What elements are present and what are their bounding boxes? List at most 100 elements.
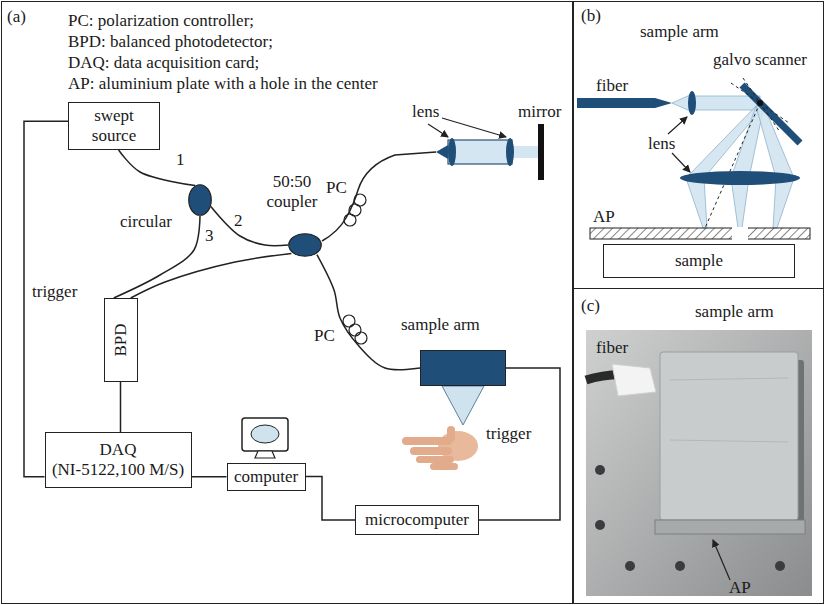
aluminium-plate	[655, 520, 805, 534]
circulator-symbol: circular	[188, 184, 212, 216]
light-beam	[694, 96, 760, 110]
table-hole	[595, 465, 605, 475]
sample-box: sample	[603, 244, 795, 278]
hand-finger	[402, 437, 452, 445]
node-text: microcomputer	[365, 510, 469, 530]
pc-loop	[355, 332, 367, 344]
signal-wire	[120, 382, 122, 432]
reference-fiber	[322, 152, 436, 241]
node-text: AP: aluminium plate with a hole in the c…	[68, 74, 378, 94]
node-text: (NI-5122,100 M/S)	[52, 460, 184, 480]
lens-symbol	[448, 138, 456, 166]
signal-label: trigger	[30, 282, 79, 302]
computer-box: computer	[227, 463, 306, 491]
optical-fiber	[119, 150, 196, 186]
light-beam	[514, 146, 538, 158]
hand-finger	[416, 456, 454, 463]
leader-arrow	[713, 540, 730, 580]
photo-background	[586, 330, 812, 596]
scan-beam	[686, 106, 764, 228]
node-text: swept source	[79, 106, 149, 146]
monitor-stand	[255, 451, 275, 458]
signal-label: trigger	[484, 424, 533, 444]
part-label: PC	[326, 178, 347, 198]
part-label: lens	[412, 102, 439, 122]
housing-texture	[670, 378, 788, 380]
light-beam	[672, 95, 690, 111]
signal-wire	[306, 477, 356, 521]
hand-photo	[402, 426, 478, 470]
process-box: swept source	[68, 102, 160, 150]
part-label: PC	[314, 326, 335, 346]
signal-wire	[192, 476, 227, 478]
node-text: sample arm	[640, 22, 719, 42]
table-hole	[625, 561, 635, 571]
lens-symbol	[688, 91, 696, 115]
optical-fiber	[131, 253, 292, 298]
leader-arrow	[428, 124, 448, 137]
daq-box: DAQ(NI-5122,100 M/S)	[45, 432, 192, 488]
ellipse-shape	[288, 233, 322, 257]
node-text: sample arm	[695, 302, 774, 322]
galvo-mirror	[742, 85, 800, 143]
hand-finger	[430, 463, 458, 470]
microcomputer-box: microcomputer	[355, 505, 479, 535]
leader-arrow	[668, 117, 687, 134]
node-text: sample	[675, 251, 723, 271]
optical-fiber	[211, 206, 288, 245]
ellipse-outline	[289, 234, 322, 257]
detector-box: BPD	[104, 298, 138, 382]
aluminium-plate	[590, 228, 810, 239]
fiber-tape	[612, 364, 656, 396]
pc-loop	[354, 194, 366, 206]
monitor-icon	[242, 418, 288, 451]
plate-hole	[732, 227, 748, 240]
node-text: sample arm	[401, 315, 480, 335]
node-text: (b)	[581, 6, 601, 26]
lens-symbol	[680, 171, 800, 185]
collimator	[436, 145, 448, 159]
table-hole	[595, 520, 605, 530]
beam-axis	[705, 103, 760, 228]
node-text: (a)	[7, 7, 26, 27]
part-label: AP	[593, 207, 615, 227]
port-number: 2	[234, 211, 243, 231]
table-hole	[675, 561, 685, 571]
part-label: lens	[648, 134, 675, 154]
coupler-symbol: 50:50 coupler	[288, 233, 322, 257]
signal-wire	[479, 368, 560, 520]
fiber-tip	[655, 98, 672, 108]
node-text: 50:50 coupler	[262, 172, 322, 212]
lens-tube	[448, 140, 512, 164]
node-text: DAQ	[100, 440, 137, 460]
hand-thumb	[447, 426, 455, 442]
fiber-cable	[577, 98, 655, 108]
mirror-symbol	[538, 124, 544, 180]
pivot-dot	[757, 100, 763, 106]
lens-symbol	[506, 138, 514, 166]
port-number: 3	[205, 226, 214, 246]
part-label: fiber	[596, 76, 628, 96]
housing-texture	[670, 440, 788, 442]
node-text: (c)	[581, 296, 600, 316]
figure-panel: (a)PC: polarization controller;BPD: bala…	[1, 1, 573, 604]
node-text: circular	[120, 212, 172, 232]
part-label: galvo scanner	[713, 50, 807, 70]
pc-loop	[349, 324, 361, 336]
part-label: mirror	[518, 102, 561, 122]
sample-arm-housing	[660, 352, 798, 520]
optical-fiber	[317, 255, 420, 370]
part-label: fiber	[596, 338, 628, 358]
ellipse-shape	[188, 184, 212, 216]
figure-panel: (c) sample arm	[573, 288, 824, 604]
figure-panel: (b) sample arm sample	[573, 1, 824, 289]
monitor-screen	[251, 425, 279, 443]
scan-beam	[731, 106, 764, 228]
sample-arm-box: sample arm	[420, 350, 506, 386]
probe-beam	[442, 386, 484, 425]
part-label: AP	[729, 578, 751, 598]
table-hole	[775, 561, 785, 571]
node-text: BPD	[111, 323, 131, 356]
node-text: computer	[234, 467, 298, 487]
